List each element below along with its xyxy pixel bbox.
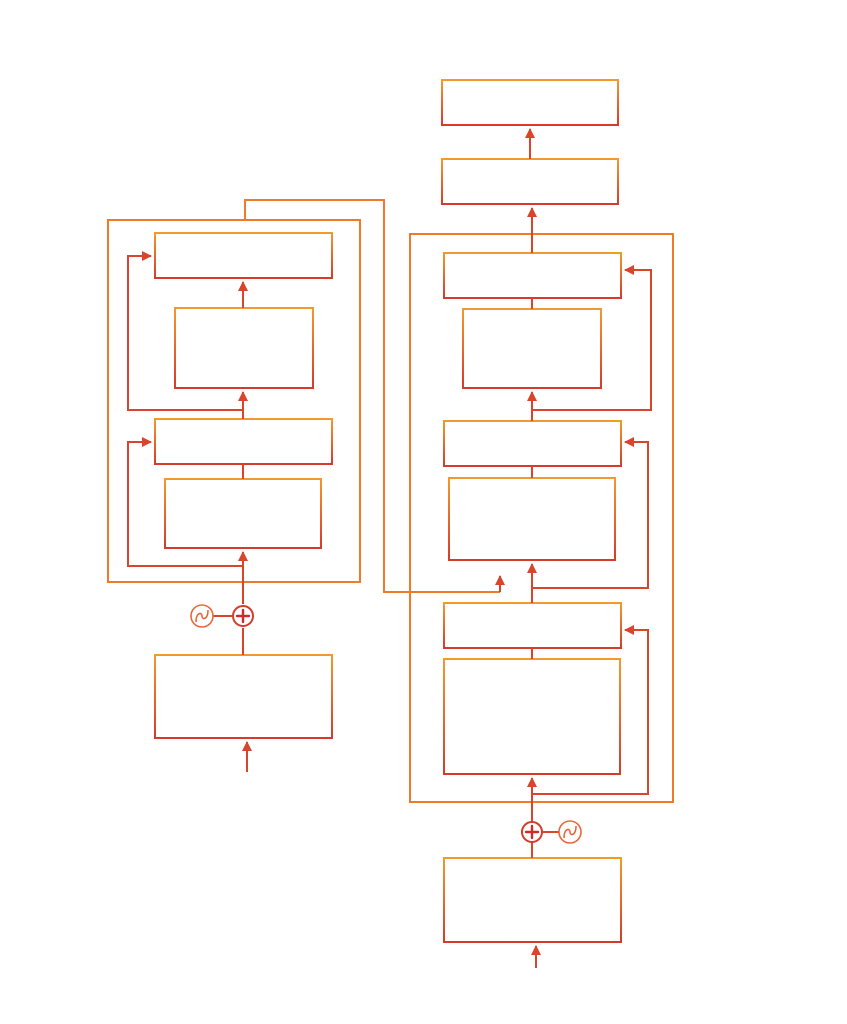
add-icon (232, 605, 254, 627)
decoder-input-box (443, 857, 622, 943)
decoder-output-box (441, 79, 619, 126)
encoder-residual-1 (127, 437, 243, 567)
decoder-add-norm-1-box (443, 602, 622, 649)
decoder-group (409, 79, 674, 968)
encoder-block (107, 219, 361, 583)
decoder-residual-3 (532, 265, 652, 411)
add-icon (521, 821, 543, 843)
encoder-add-norm-2-box (154, 232, 333, 279)
decoder-residual-2 (532, 437, 649, 589)
decoder-linear-box (441, 158, 619, 205)
encoder-ffn-box (174, 307, 314, 389)
encoder-to-decoder-wire (244, 199, 500, 593)
decoder-add-norm-2-box (443, 420, 622, 467)
encoder-add-norm-1-box (154, 418, 333, 465)
decoder-residual-1 (532, 625, 649, 795)
decoder-cross-attention-box (448, 477, 616, 561)
encoder-input-box (154, 654, 333, 739)
encoder-group (107, 199, 505, 772)
sine-wave-icon (558, 820, 582, 844)
sine-wave-icon (190, 604, 214, 628)
encoder-attention-box (164, 478, 322, 549)
decoder-ffn-box (462, 308, 602, 389)
encoder-residual-2 (127, 251, 243, 411)
decoder-add-norm-3-box (443, 252, 622, 299)
decoder-block (409, 233, 674, 803)
decoder-masked-attention-box (443, 658, 621, 775)
